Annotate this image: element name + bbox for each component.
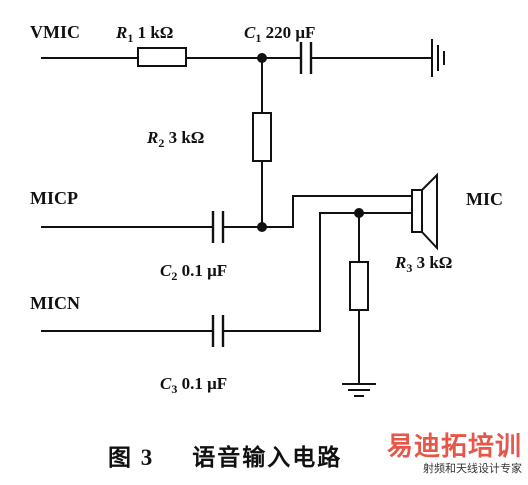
r2-label: R2 3 kΩ: [146, 128, 204, 150]
figure-caption: 图 3 语音输入电路: [108, 438, 342, 472]
watermark-sub: 射频和天线设计专家: [423, 463, 522, 475]
mic-top-wire: [292, 195, 413, 228]
resistor-r3: [349, 261, 369, 311]
r1-label: R1 1 kΩ: [115, 23, 173, 45]
r3-label: R3 3 kΩ: [394, 253, 452, 275]
capacitor-c2: [211, 211, 225, 243]
watermark-main: 易迪拓培训: [386, 431, 522, 461]
c2-label: C2 0.1 μF: [160, 261, 227, 283]
c1-label: C1 220 μF: [244, 23, 315, 45]
c3-label: C3 0.1 μF: [160, 374, 227, 396]
mic-bottom-wire: [319, 212, 413, 332]
junction-dot-micp: [257, 222, 267, 232]
resistor-r2: [252, 112, 272, 162]
capacitor-c1: [299, 42, 313, 74]
micp-label: MICP: [30, 188, 78, 208]
capacitor-c3: [211, 315, 225, 347]
resistor-r1: [137, 47, 187, 67]
micn-label: MICN: [30, 293, 80, 313]
ground-symbol-c1: [431, 39, 445, 77]
figure-title: 语音输入电路: [192, 445, 343, 470]
watermark: 易迪拓培训 射频和天线设计专家: [387, 432, 522, 476]
ground-symbol-r3: [342, 383, 376, 397]
figure-number: 图 3: [108, 445, 155, 470]
microphone-symbol: [411, 172, 438, 251]
vmic-label: VMIC: [30, 22, 80, 42]
mic-label: MIC: [466, 189, 503, 209]
